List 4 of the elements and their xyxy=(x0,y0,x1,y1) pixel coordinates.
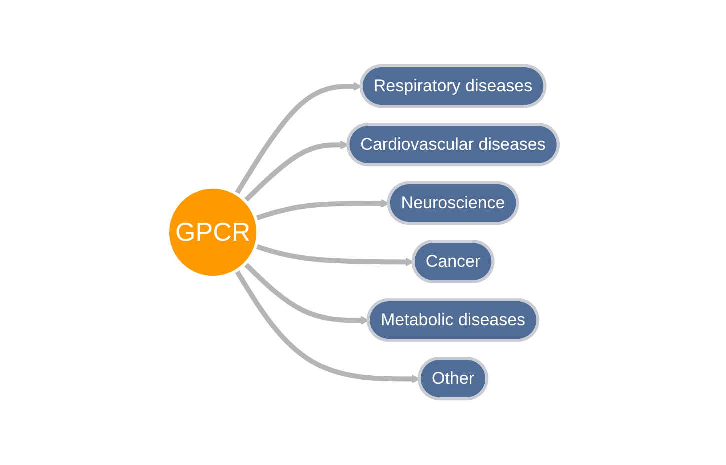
arrow xyxy=(254,244,414,267)
arrow xyxy=(243,262,370,326)
arrow xyxy=(243,140,349,203)
arrow xyxy=(254,199,390,221)
